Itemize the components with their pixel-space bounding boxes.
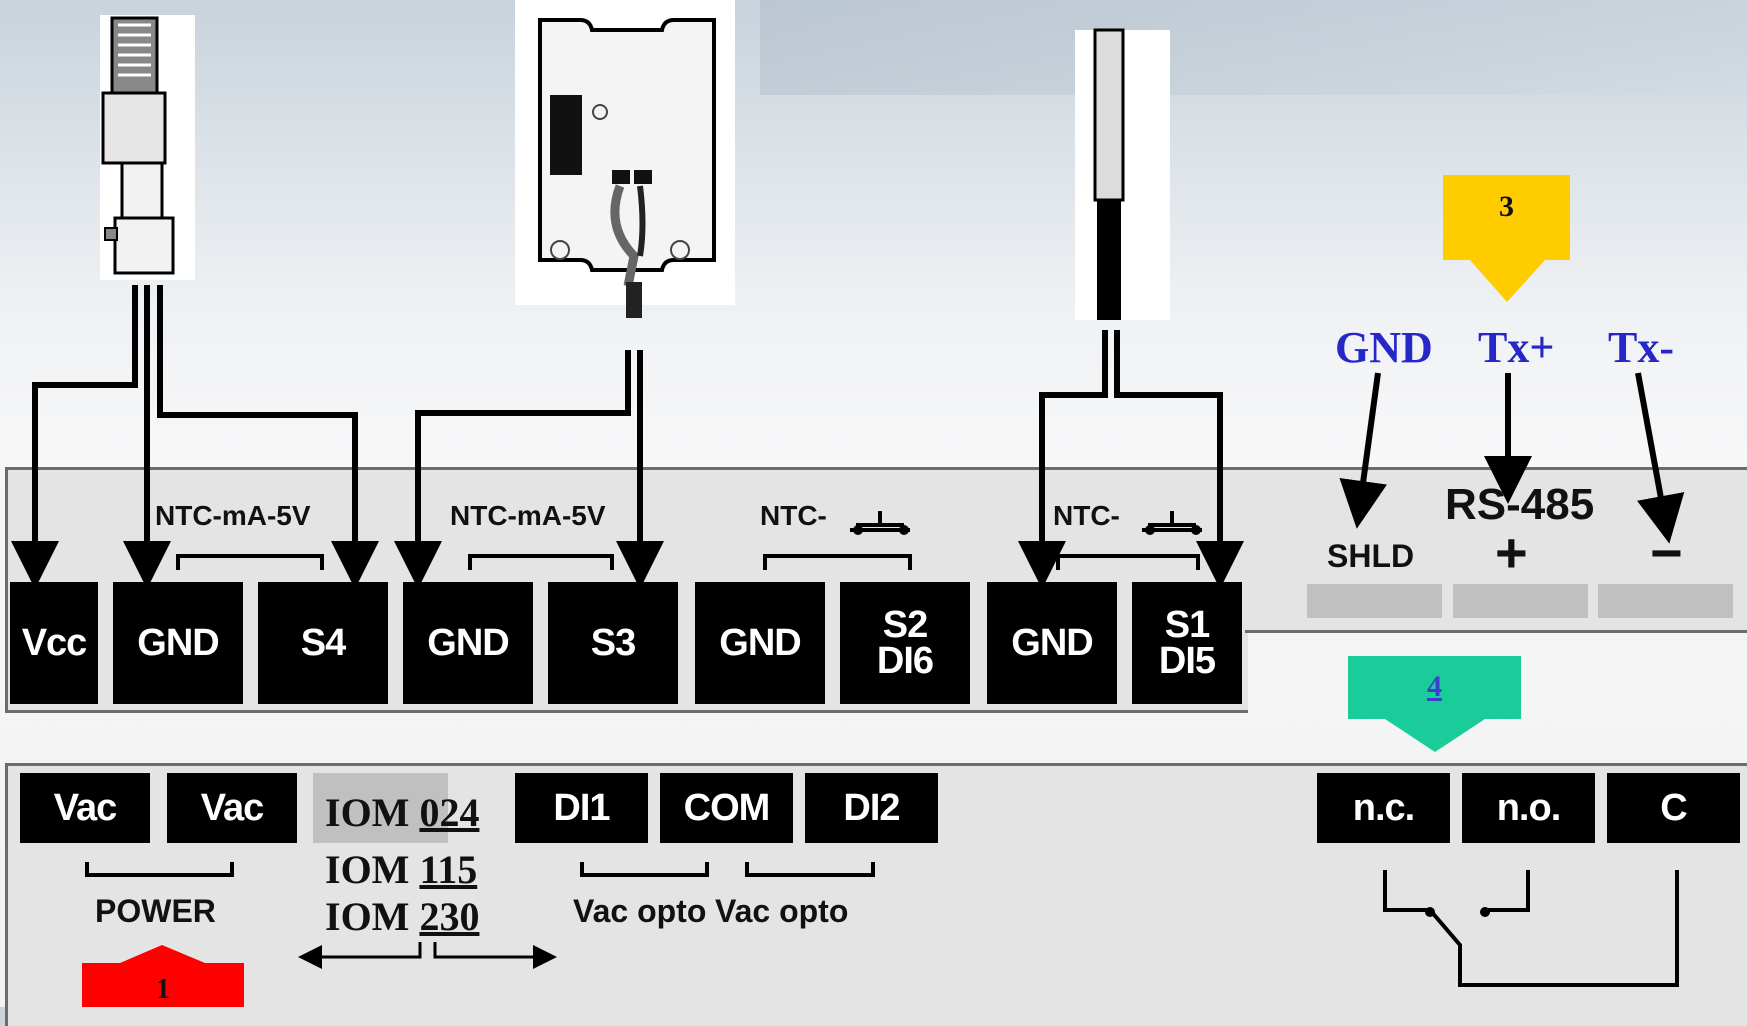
iom-selector-block xyxy=(313,773,448,843)
group-label-s3: NTC-mA-5V xyxy=(450,500,606,531)
probe-sensor-icon xyxy=(1075,28,1170,320)
terminal-nc[interactable]: n.c. xyxy=(1317,773,1450,843)
marker-4[interactable]: 4 xyxy=(1427,670,1442,703)
marker-1: 1 xyxy=(156,974,170,1005)
terminal-s2-di6[interactable]: S2 DI6 xyxy=(840,582,970,704)
terminal-vac-1[interactable]: Vac xyxy=(20,773,150,843)
terminal-shld[interactable] xyxy=(1307,584,1442,618)
terminal-c[interactable]: C xyxy=(1607,773,1740,843)
minus-label: − xyxy=(1650,521,1683,584)
opto-label-2: Vac opto xyxy=(715,893,849,929)
iom-115: IOM 115 xyxy=(325,847,478,892)
terminal-gnd-s1[interactable]: GND xyxy=(987,582,1117,704)
terminal-vac-2[interactable]: Vac xyxy=(167,773,297,843)
terminal-di1[interactable]: DI1 xyxy=(515,773,648,843)
terminal-s4[interactable]: S4 xyxy=(258,582,388,704)
terminal-gnd-s2[interactable]: GND xyxy=(695,582,825,704)
background-pcb-photo xyxy=(760,0,1747,95)
terminal-gnd-s4[interactable]: GND xyxy=(113,582,243,704)
rs485-title: RS-485 xyxy=(1445,480,1595,529)
ambient-sensor-icon xyxy=(515,0,735,318)
terminal-s1-di5[interactable]: S1 DI5 xyxy=(1132,582,1242,704)
terminal-com[interactable]: COM xyxy=(660,773,793,843)
opto-label-1: Vac opto xyxy=(573,893,707,929)
group-label-s4: NTC-mA-5V xyxy=(155,500,311,531)
wire-label-tx-plus: Tx+ xyxy=(1478,323,1555,372)
wire-label-gnd: GND xyxy=(1335,323,1433,372)
shld-label: SHLD xyxy=(1327,538,1415,574)
plus-label: + xyxy=(1495,521,1528,584)
terminal-vcc[interactable]: Vcc xyxy=(10,582,98,704)
terminal-s3[interactable]: S3 xyxy=(548,582,678,704)
pressure-sensor-icon xyxy=(100,15,195,280)
terminal-gnd-s3[interactable]: GND xyxy=(403,582,533,704)
wire-label-tx-minus: Tx- xyxy=(1608,323,1674,372)
iom-024: IOM 024 xyxy=(325,790,480,835)
terminal-di2[interactable]: DI2 xyxy=(805,773,938,843)
group-label-s2: NTC- xyxy=(760,500,827,531)
power-label: POWER xyxy=(95,893,216,929)
terminal-tx-plus[interactable] xyxy=(1453,584,1588,618)
terminal-no[interactable]: n.o. xyxy=(1462,773,1595,843)
terminal-tx-minus[interactable] xyxy=(1598,584,1733,618)
switch-symbol-icon xyxy=(850,511,1202,535)
marker-3: 3 xyxy=(1499,190,1514,223)
iom-230: IOM 230 xyxy=(325,894,480,939)
group-label-s1: NTC- xyxy=(1053,500,1120,531)
